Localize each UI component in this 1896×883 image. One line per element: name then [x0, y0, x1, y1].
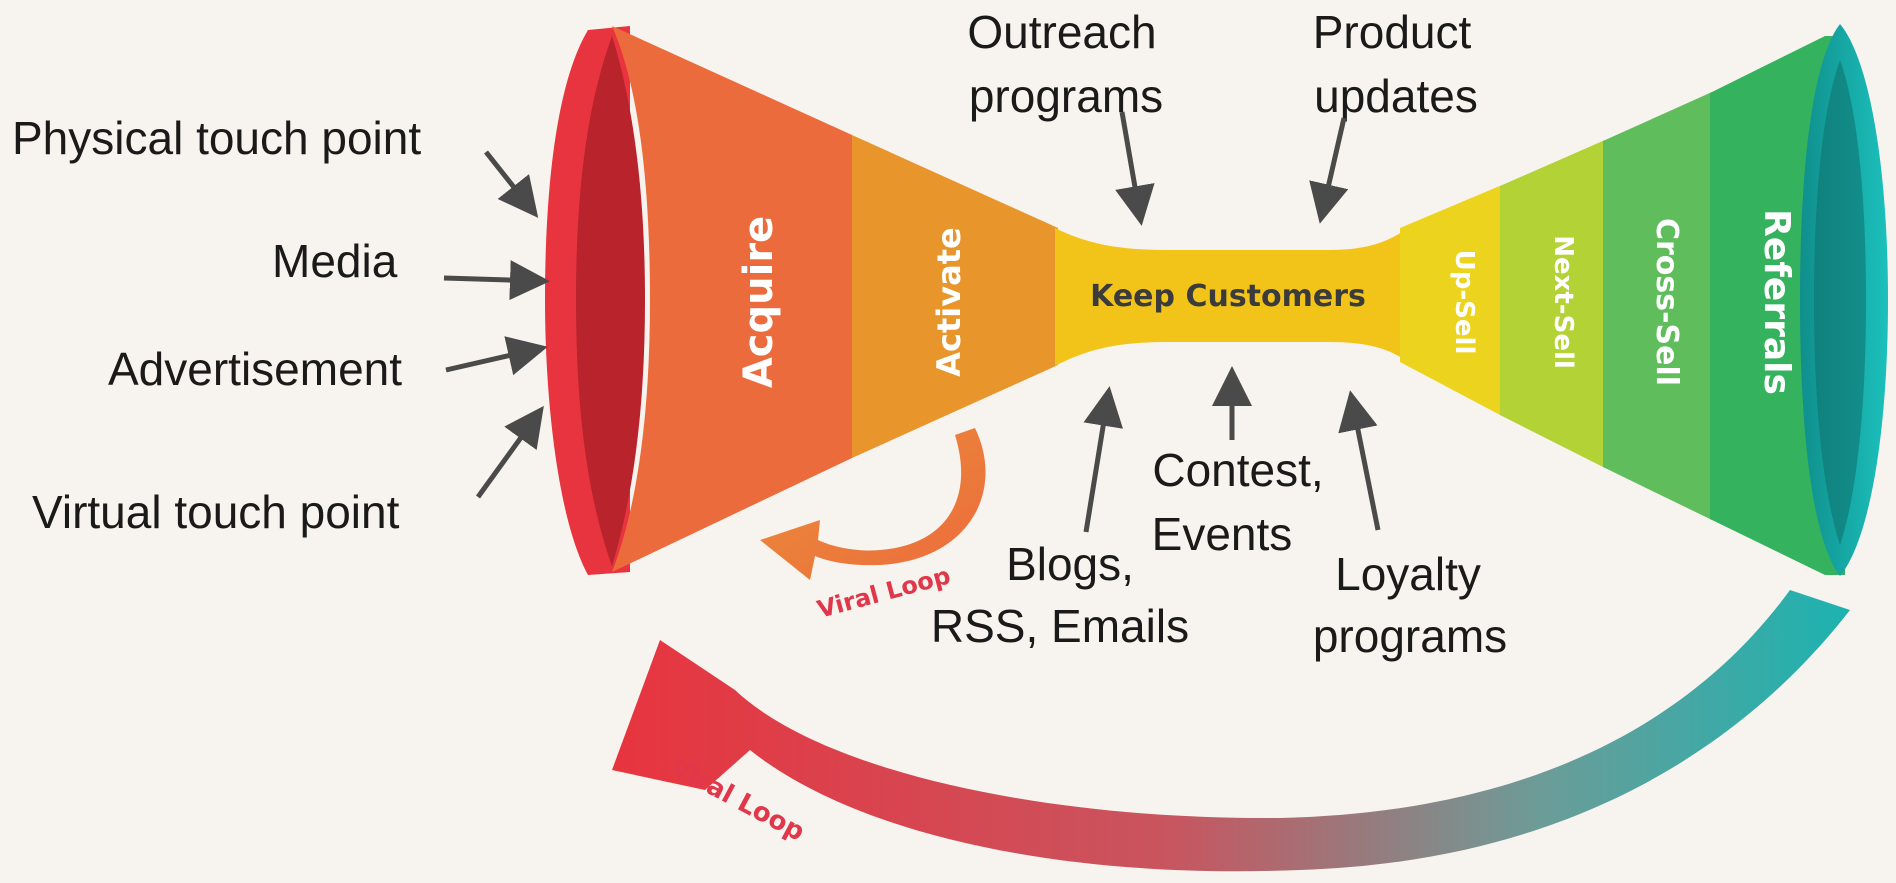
label-product-1: Product: [1313, 6, 1472, 58]
label-blogs-1: Blogs,: [1006, 538, 1134, 590]
arrow-advertisement: [445, 336, 548, 376]
label-contest-2: Events: [1152, 508, 1293, 560]
label-product-2: updates: [1314, 70, 1478, 122]
label-activate: Activate: [930, 227, 968, 376]
funnel-right-opening: [1814, 60, 1866, 545]
stage-upsell: [1400, 185, 1502, 416]
label-outreach-2: programs: [969, 70, 1163, 122]
stage-keep-customers: [1055, 228, 1405, 366]
arrow-product: [1309, 117, 1349, 224]
stage-crosssell: [1603, 92, 1712, 520]
label-loyalty-2: programs: [1313, 610, 1507, 662]
label-outreach-1: Outreach: [967, 6, 1156, 58]
big-viral-loop: Viral Loop: [612, 590, 1850, 872]
arrow-loyalty: [1338, 390, 1381, 531]
label-loyalty-1: Loyalty: [1335, 548, 1481, 600]
funnel: Acquire Activate Keep Customers Up-Sell …: [545, 24, 1888, 576]
stage-activate: [852, 135, 1058, 458]
stage-nextsell: [1500, 140, 1605, 468]
arrow-outreach: [1115, 111, 1155, 226]
bottom-annotations: Blogs, RSS, Emails Contest, Events Loyal…: [931, 366, 1507, 662]
label-nextsell: Next-Sell: [1548, 235, 1578, 369]
label-virtual-touch-point: Virtual touch point: [32, 486, 400, 538]
label-physical-touch-point: Physical touch point: [12, 112, 421, 164]
arrow-physical: [484, 150, 539, 218]
label-blogs-2: RSS, Emails: [931, 600, 1189, 652]
stage-acquire: [612, 26, 852, 572]
label-advertisement: Advertisement: [108, 343, 402, 395]
label-upsell: Up-Sell: [1449, 250, 1479, 355]
label-keep-customers: Keep Customers: [1090, 279, 1366, 314]
funnel-left-opening: [576, 36, 645, 566]
big-loop-arrow: [612, 590, 1850, 872]
label-media: Media: [272, 235, 398, 287]
arrow-blogs: [1083, 386, 1123, 533]
label-contest-1: Contest,: [1152, 444, 1323, 496]
arrow-virtual: [475, 405, 544, 499]
label-acquire: Acquire: [736, 216, 782, 388]
top-annotations: Outreach programs Product updates: [967, 6, 1478, 226]
label-crosssell: Cross-Sell: [1649, 218, 1684, 386]
small-loop-arrow: [760, 428, 986, 580]
label-referrals: Referrals: [1756, 209, 1797, 395]
arrow-media: [443, 260, 550, 301]
input-annotations: Physical touch point Media Advertisement…: [12, 112, 550, 538]
